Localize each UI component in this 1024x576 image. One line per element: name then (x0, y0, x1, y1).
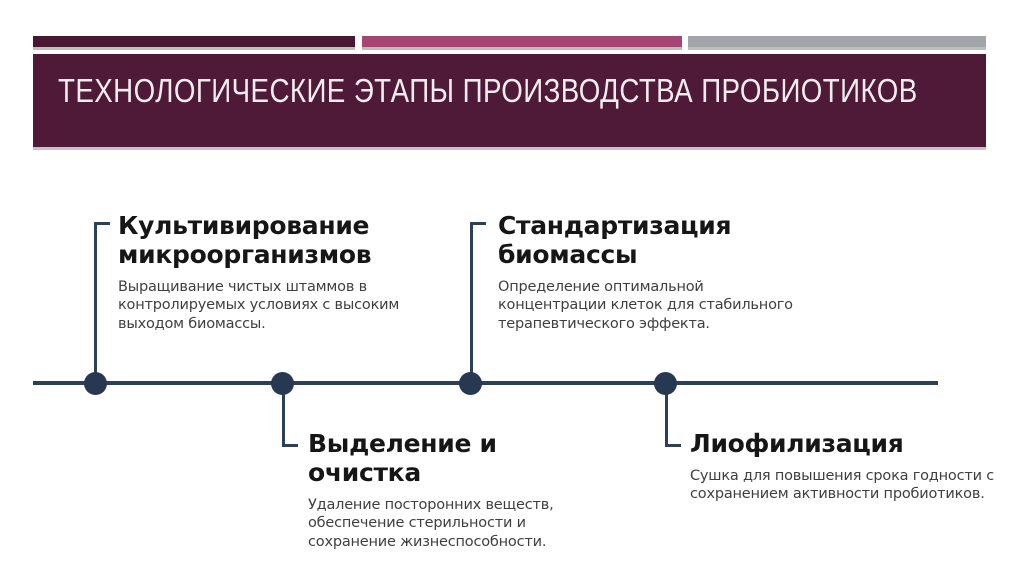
accent-bar-magenta (362, 36, 682, 50)
stage-title: Выделение и очистка (308, 429, 497, 487)
stage-description: Определение оптимальной концентрации кле… (498, 279, 793, 332)
timeline-node-2 (271, 372, 294, 395)
stage-item-cultivation: Культивирование микроорганизмов Выращива… (118, 211, 458, 333)
connector-stage-3 (470, 222, 486, 383)
accent-bar-gray (688, 36, 986, 50)
timeline-node-1 (84, 372, 107, 395)
stage-item-lyophilization: Лиофилизация Сушка для повышения срока г… (690, 429, 1024, 504)
timeline-line (33, 381, 938, 385)
stage-title: Лиофилизация (690, 429, 904, 458)
connector-stage-1 (94, 222, 110, 383)
stage-title: Стандартизация биомассы (498, 211, 732, 269)
stage-description: Удаление посторонних веществ, обеспечени… (308, 497, 554, 550)
page-title: ТЕХНОЛОГИЧЕСКИЕ ЭТАПЫ ПРОИЗВОДСТВА ПРОБИ… (58, 72, 918, 109)
connector-stage-2 (282, 383, 298, 447)
timeline-node-3 (459, 372, 482, 395)
stage-description: Выращивание чистых штаммов в контролируе… (118, 279, 400, 332)
stage-item-isolation: Выделение и очистка Удаление посторонних… (308, 429, 618, 551)
stage-item-standardization: Стандартизация биомассы Определение опти… (498, 211, 848, 333)
stage-title: Культивирование микроорганизмов (118, 211, 372, 269)
title-banner: ТЕХНОЛОГИЧЕСКИЕ ЭТАПЫ ПРОИЗВОДСТВА ПРОБИ… (33, 54, 986, 150)
connector-stage-4 (665, 383, 681, 447)
stage-description: Сушка для повышения срока годности с сох… (690, 468, 995, 503)
timeline-node-4 (654, 372, 677, 395)
accent-bar-maroon (33, 36, 355, 50)
